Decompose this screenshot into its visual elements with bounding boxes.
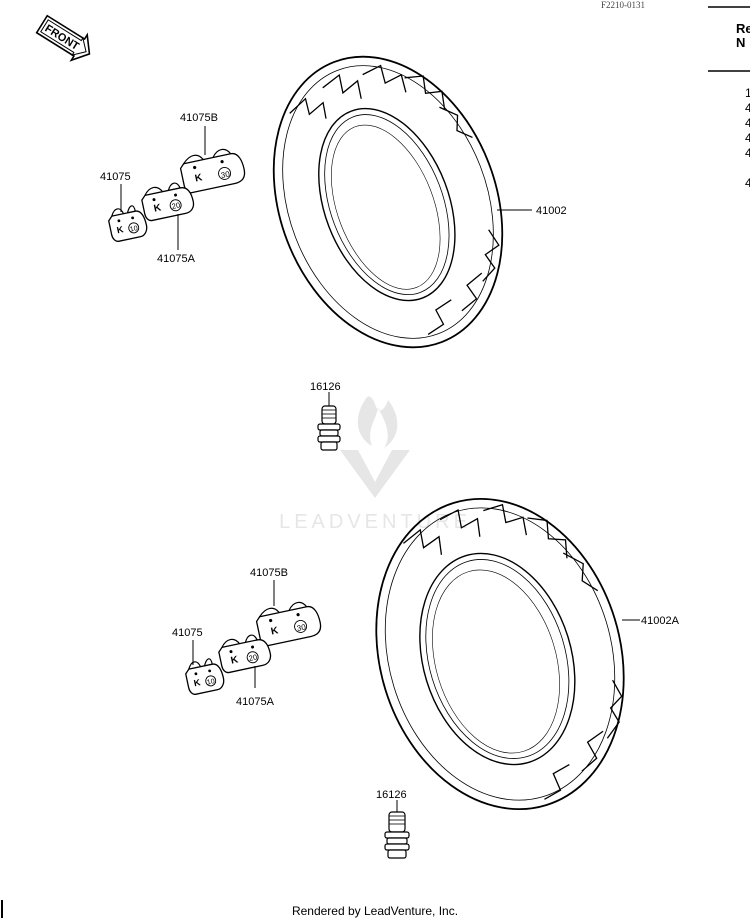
label-lower-weight: 41075: [172, 627, 203, 639]
watermark-flame-icon: [357, 396, 398, 448]
label-lower-valve: 16126: [376, 789, 407, 801]
svg-text:20: 20: [171, 200, 181, 211]
valve-lower: [384, 811, 410, 859]
weight-upper-30: K 30: [179, 148, 246, 194]
ref-panel-header: Re N: [736, 22, 750, 50]
label-upper-valve: 16126: [310, 381, 341, 393]
label-upper-weight: 41075: [100, 171, 131, 183]
weight-upper-10: K 10: [108, 205, 148, 242]
weight-lower-30: K 30: [255, 601, 322, 647]
ref-number: 4: [745, 101, 750, 115]
weight-lower-10: K 10: [185, 658, 225, 695]
svg-text:K: K: [270, 625, 280, 637]
drawing-code: F2210-0131: [601, 0, 646, 10]
svg-text:K: K: [153, 202, 163, 214]
tire-lower: [375, 497, 625, 811]
label-lower-tire: 41002A: [641, 615, 680, 627]
svg-text:K: K: [194, 172, 204, 184]
ref-panel-header-line1: Re: [736, 22, 750, 36]
watermark: LEADVENTURE: [279, 396, 471, 533]
svg-text:K: K: [116, 224, 125, 235]
label-upper-tire: 41002: [536, 205, 567, 217]
svg-text:30: 30: [296, 622, 307, 633]
valve-upper: [317, 405, 341, 451]
svg-text:K: K: [193, 677, 202, 688]
label-upper-weight-a: 41075A: [157, 253, 196, 265]
footer-credit: Rendered by LeadVenture, Inc.: [291, 904, 459, 918]
svg-text:20: 20: [248, 652, 258, 663]
ref-number: 4: [745, 146, 750, 160]
front-arrow: FRONT: [35, 14, 91, 62]
label-lower-weight-a: 41075A: [236, 696, 275, 708]
ref-panel-numbers: 1 4 4 4 4 4: [745, 86, 750, 191]
ref-panel-header-line2: N: [736, 35, 746, 50]
svg-text:30: 30: [220, 169, 231, 180]
tire-upper: [272, 55, 504, 349]
ref-number: 4: [745, 176, 750, 190]
ref-number: 4: [745, 131, 750, 145]
weight-lower-20: K 20: [218, 634, 272, 674]
watermark-text: LEADVENTURE: [279, 511, 471, 533]
ref-number: 4: [745, 116, 750, 130]
svg-text:10: 10: [129, 225, 138, 233]
svg-text:K: K: [230, 654, 240, 666]
ref-number: [745, 161, 750, 176]
svg-text:10: 10: [206, 678, 215, 686]
label-upper-weight-b: 41075B: [180, 112, 218, 124]
ref-number: 1: [745, 86, 750, 100]
watermark-v-icon: [340, 450, 410, 498]
label-lower-weight-b: 41075B: [250, 567, 288, 579]
weight-upper-20: K 20: [141, 182, 195, 222]
